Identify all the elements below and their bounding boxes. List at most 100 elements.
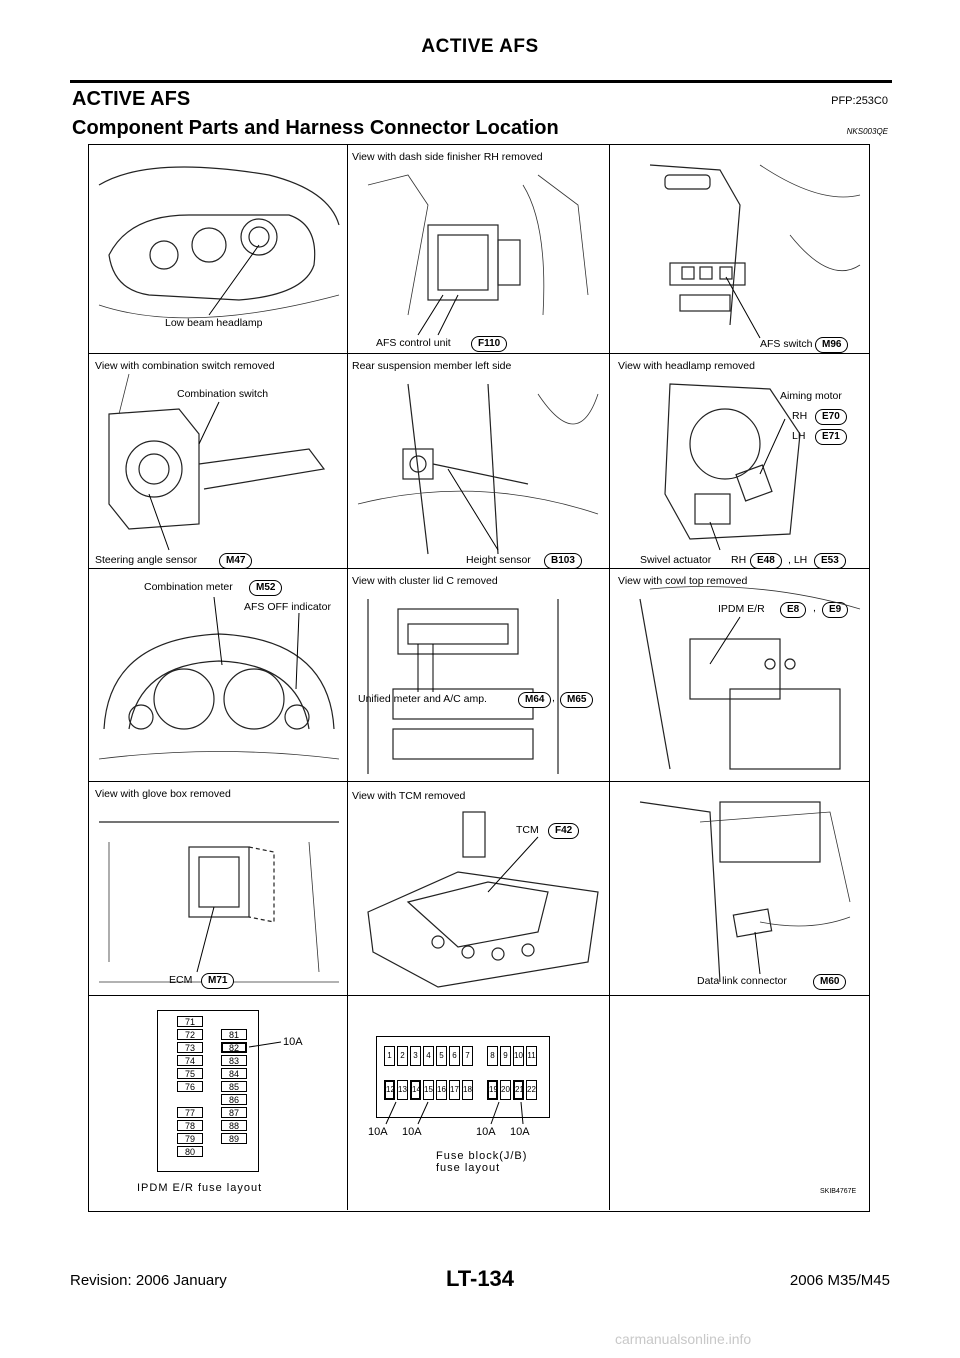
jb-fuse-2: 2: [397, 1046, 408, 1066]
jb-fuse-3: 3: [410, 1046, 421, 1066]
ipdm-fuse-77: 77: [177, 1107, 203, 1118]
headlamp-removed-illustration: [664, 383, 801, 551]
aiming-motor-label: Aiming motor: [780, 390, 842, 402]
ipdm-fuse-85: 85: [221, 1081, 247, 1092]
jb-fuse-21: 21: [513, 1080, 524, 1100]
ipdm-fuse-89: 89: [221, 1133, 247, 1144]
jb-fuse-22: 22: [526, 1080, 537, 1100]
cell-afs-control-unit: View with dash side finisher RH removed …: [348, 145, 610, 354]
comma-separator: ,: [552, 692, 555, 704]
jb-fuse-7: 7: [462, 1046, 473, 1066]
cell-tcm: View with TCM removed TCM F42: [348, 782, 610, 996]
watermark: carmanualsonline.info: [615, 1331, 752, 1347]
swivel-rh-label: RH: [731, 554, 747, 566]
connector-b103: B103: [544, 553, 582, 568]
section-part-code: PFP:253C0: [831, 95, 888, 107]
afs-control-unit-label: AFS control unit: [376, 337, 451, 349]
connector-f110: F110: [471, 336, 508, 352]
jb-fuse-13: 13: [397, 1080, 408, 1100]
ecm-label: ECM: [169, 974, 193, 986]
afs-switch-label: AFS switch: [760, 338, 813, 350]
jb-fuse-19: 19: [487, 1080, 498, 1100]
swivel-actuator-label: Swivel actuator: [640, 554, 712, 566]
subsection-title: Component Parts and Harness Connector Lo…: [72, 117, 559, 139]
jb-fuse-14: 14: [410, 1080, 421, 1100]
cell-afs-switch: AFS switch M96: [610, 145, 869, 354]
subsection-code: NKS003QE: [846, 127, 888, 136]
cell-headlamp-removed: View with headlamp removed Aiming motor …: [610, 354, 869, 569]
jb-fuse-4: 4: [423, 1046, 434, 1066]
ipdm-er-label: IPDM E/R: [718, 603, 765, 615]
ecm-illustration: [99, 821, 339, 983]
header-rule: [70, 80, 892, 83]
cell-unified-meter: View with cluster lid C removed Unified …: [348, 569, 610, 782]
afs-off-indicator-label: AFS OFF indicator: [244, 601, 331, 613]
jb-amp-3: 10A: [476, 1126, 496, 1138]
footer-model: 2006 M35/M45: [789, 1272, 890, 1289]
headlamp-removed-caption: View with headlamp removed: [618, 360, 755, 372]
low-beam-headlamp-label: Low beam headlamp: [165, 317, 263, 329]
jb-fuse-1: 1: [384, 1046, 395, 1066]
cell-empty: SKIB4767E: [610, 996, 869, 1210]
jb-fuse-16: 16: [436, 1080, 447, 1100]
headlamp-illustration: [98, 166, 340, 319]
cowl-caption: View with cowl top removed: [618, 575, 748, 587]
connector-e71: E71: [815, 429, 847, 445]
cell-combination-meter: Combination meter M52 AFS OFF indicator: [89, 569, 348, 782]
jb-fuse-9: 9: [500, 1046, 511, 1066]
jb-caption-line1: Fuse block(J/B): [436, 1150, 528, 1162]
jb-fuse-20: 20: [500, 1080, 511, 1100]
afs-control-unit-illustration: [367, 174, 589, 336]
ipdm-fuse-layout-caption: IPDM E/R fuse layout: [137, 1182, 263, 1194]
jb-fuse-15: 15: [423, 1080, 434, 1100]
ipdm-fuse-81: 81: [221, 1029, 247, 1040]
unified-meter-illustration: [367, 599, 559, 774]
footer-revision: Revision: 2006 January: [70, 1272, 227, 1289]
running-header: ACTIVE AFS: [421, 36, 539, 57]
connector-f42: F42: [548, 823, 580, 839]
jb-fuse-18: 18: [462, 1080, 473, 1100]
ipdm-fuse-74: 74: [177, 1055, 203, 1066]
connector-m71: M71: [201, 973, 235, 989]
jb-amp-2: 10A: [402, 1126, 422, 1138]
rear-caption: Rear suspension member left side: [352, 360, 512, 372]
glove-caption: View with glove box removed: [95, 788, 231, 800]
ipdm-er-illustration: [639, 586, 861, 770]
cluster-caption: View with cluster lid C removed: [352, 575, 498, 587]
connector-m64: M64: [518, 692, 552, 708]
jb-caption-line2: fuse layout: [436, 1162, 501, 1174]
jb-fuse-11: 11: [526, 1046, 537, 1066]
combination-switch-illustration: [108, 373, 326, 551]
connector-e70: E70: [815, 409, 847, 425]
jb-amp-4: 10A: [510, 1126, 530, 1138]
connector-m65: M65: [560, 692, 594, 708]
connector-m47: M47: [219, 553, 253, 568]
tcm-illustration: [367, 811, 599, 988]
aiming-rh-label: RH: [792, 410, 808, 422]
dash-caption: View with dash side finisher RH removed: [352, 151, 543, 163]
ipdm-fuse-amp-label: 10A: [283, 1036, 303, 1048]
tcm-label: TCM: [516, 824, 539, 836]
jb-fuse-box: [376, 1036, 550, 1118]
combo-caption: View with combination switch removed: [95, 360, 275, 372]
ipdm-fuse-76: 76: [177, 1081, 203, 1092]
combination-meter-illustration: [98, 596, 340, 760]
ipdm-fuse-73: 73: [177, 1042, 203, 1053]
component-location-figure: Low beam headlamp View with dash side fi…: [88, 144, 870, 1212]
data-link-connector-label: Data link connector: [697, 975, 787, 987]
jb-fuse-12: 12: [384, 1080, 395, 1100]
combination-meter-label: Combination meter: [144, 581, 233, 593]
steering-angle-sensor-label: Steering angle sensor: [95, 554, 198, 566]
section-title: ACTIVE AFS: [72, 88, 191, 110]
jb-fuse-6: 6: [449, 1046, 460, 1066]
ipdm-fuse-80: 80: [177, 1146, 203, 1157]
jb-fuse-17: 17: [449, 1080, 460, 1100]
height-sensor-illustration: [357, 383, 599, 555]
jb-fuse-8: 8: [487, 1046, 498, 1066]
ipdm-fuse-86: 86: [221, 1094, 247, 1105]
swivel-lh-label: , LH: [788, 554, 808, 566]
combination-switch-label: Combination switch: [177, 388, 269, 400]
cell-height-sensor: Rear suspension member left side Height …: [348, 354, 610, 569]
figure-id: SKIB4767E: [820, 1188, 857, 1195]
